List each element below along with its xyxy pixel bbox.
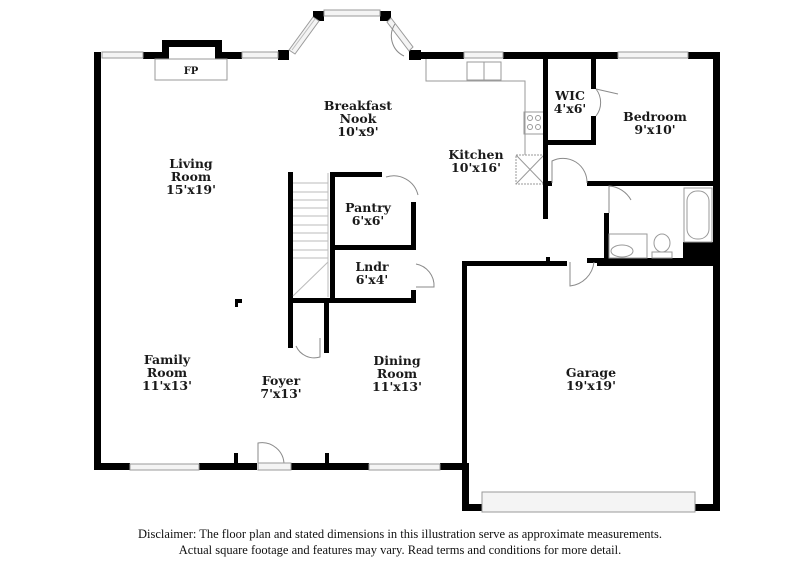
kitchen-dims: 10'x16' [451,160,501,175]
bedroom-name: Bedroom [623,109,687,124]
stairs [288,172,416,359]
family-room-name-1: Family [144,352,191,367]
garage-name: Garage [566,365,616,380]
family-room-name-2: Room [147,365,187,380]
dining-room-name-2: Room [377,366,417,381]
foyer-name: Foyer [262,373,301,388]
kitchen-counters [425,59,545,185]
bedroom-dims: 9'x10' [634,122,675,137]
fireplace-label: FP [184,66,199,77]
exterior-walls [94,11,720,511]
pantry-name: Pantry [345,200,392,215]
windows [101,9,696,513]
dining-room-name-1: Dining [373,353,421,368]
wic-dims: 4'x6' [554,101,587,116]
disclaimer-line-2: Actual square footage and features may v… [178,543,622,557]
room-labels: Breakfast Nook 10'x9' Living Room 15'x19… [142,88,687,401]
breakfast-nook-name-2: Nook [340,111,377,126]
pantry-dims: 6'x6' [352,213,385,228]
dining-room-dims: 11'x13' [372,379,422,394]
interior-walls [462,59,720,463]
breakfast-nook-name-1: Breakfast [324,98,392,113]
doors [257,88,632,471]
bathroom-fixtures [608,187,713,259]
living-room-dims: 15'x19' [166,182,216,197]
living-room-name-2: Room [171,169,211,184]
foyer-dims: 7'x13' [260,386,301,401]
wic-name: WIC [554,88,585,103]
laundry-dims: 6'x4' [356,272,389,287]
laundry-name: Lndr [355,259,389,274]
pantry-laundry-walls [330,172,435,303]
disclaimer-line-1: Disclaimer: The floor plan and stated di… [138,527,662,541]
breakfast-nook-dims: 10'x9' [337,124,378,139]
garage-dims: 19'x19' [566,378,616,393]
living-room-name-1: Living [169,156,213,171]
kitchen-name: Kitchen [448,147,503,162]
fireplace: FP [154,58,228,81]
family-room-dims: 11'x13' [142,378,192,393]
